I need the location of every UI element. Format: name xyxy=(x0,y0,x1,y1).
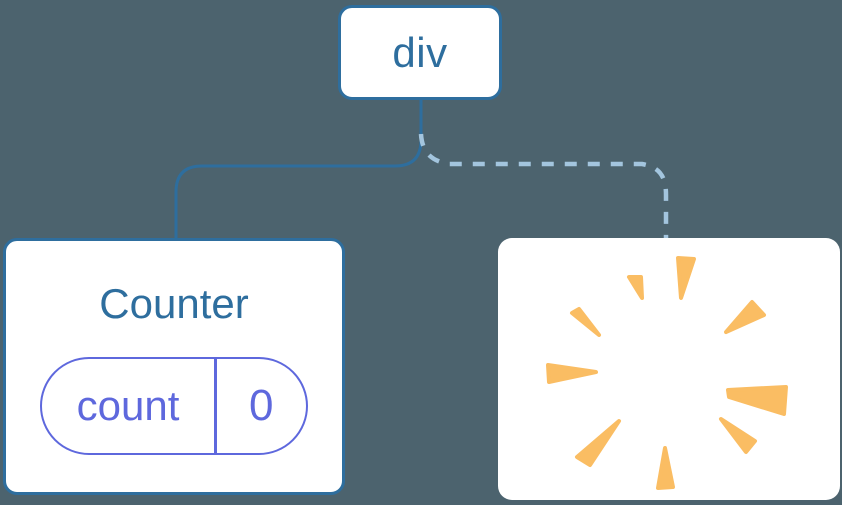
dashed-link-div-to-removed xyxy=(418,133,669,238)
counter-title: Counter xyxy=(99,280,249,327)
div-node-label: div xyxy=(392,28,448,76)
solid-link-div-to-counter xyxy=(174,100,423,238)
tree-node-div: div xyxy=(338,5,502,100)
state-value-label: 0 xyxy=(249,381,274,430)
poof-burst-icon xyxy=(546,256,788,490)
state-pill: count 0 xyxy=(40,357,308,455)
counter-component-card: Counter count 0 xyxy=(3,238,345,495)
pill-divider xyxy=(214,359,217,453)
removed-component-card xyxy=(498,238,840,500)
state-key-label: count xyxy=(76,382,180,429)
